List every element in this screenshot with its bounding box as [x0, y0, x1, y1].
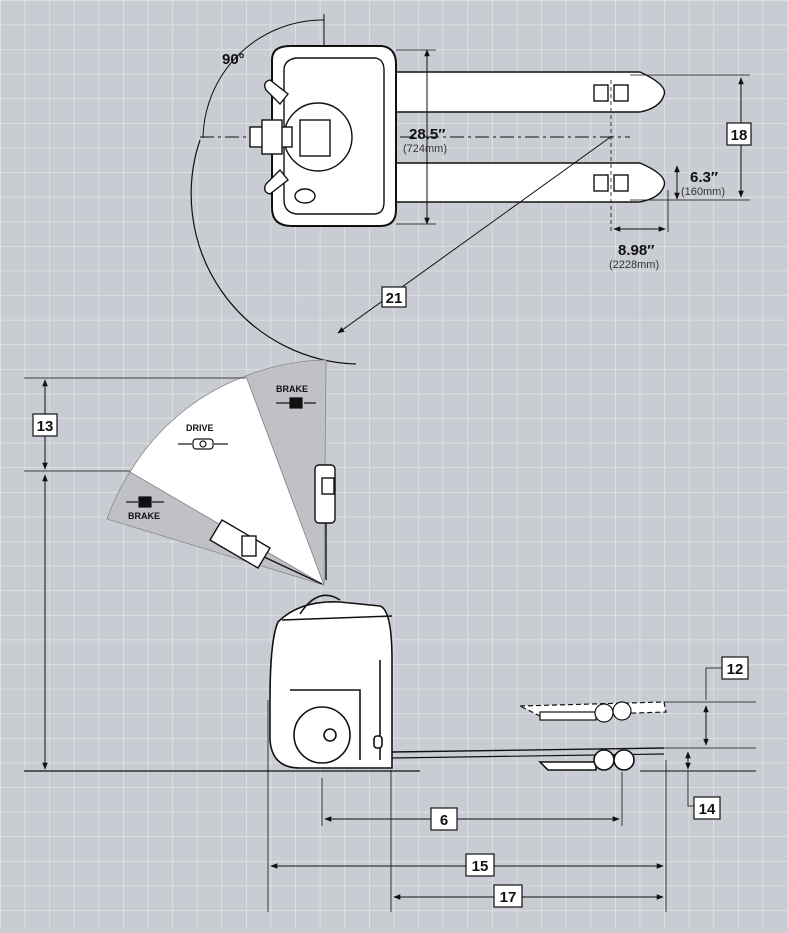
brake-bottom-icon: [126, 496, 164, 508]
brake-top-icon: [276, 397, 316, 409]
width-mm-label: (724mm): [403, 143, 447, 155]
callout-6: 6: [430, 807, 458, 831]
callout-17: 17: [493, 884, 523, 908]
svg-text:13: 13: [37, 418, 54, 435]
handle-upper: [263, 79, 289, 106]
drive-zone: [129, 375, 325, 586]
truck-body-side: [269, 594, 665, 771]
tiller-sector: [106, 359, 327, 586]
tiller-upright: [314, 464, 336, 580]
fork-width-mm-label: (160mm): [681, 186, 725, 198]
callout-14: 14: [693, 796, 721, 820]
brake-top-label: BRAKE: [276, 384, 308, 394]
fork-spread-in-label: 8.98″: [618, 242, 654, 259]
control-box: [299, 119, 331, 157]
key-switch: [294, 188, 316, 204]
svg-text:18: 18: [731, 127, 748, 144]
svg-text:15: 15: [472, 858, 489, 875]
fork-upper: [391, 71, 666, 113]
steer-angle-arc: [202, 19, 325, 139]
brake-bottom-label: BRAKE: [128, 511, 160, 521]
callout-15: 15: [465, 853, 495, 877]
chassis-inner: [283, 57, 385, 215]
svg-text:6: 6: [440, 812, 448, 829]
callout-21: 21: [381, 286, 407, 308]
fork-width-in-label: 6.3″: [690, 169, 718, 186]
fork-roller: [593, 174, 609, 192]
width-in-label: 28.5″: [409, 126, 445, 143]
drive-label: DRIVE: [186, 423, 214, 433]
fork-lower: [391, 162, 666, 203]
callout-12: 12: [721, 656, 749, 680]
tiller-grip: [261, 119, 283, 155]
raised-fork: [519, 701, 667, 723]
fork-spread-mm-label: (2228mm): [609, 259, 659, 271]
leader-14: [687, 770, 694, 807]
svg-text:14: 14: [699, 801, 716, 818]
fork-roller: [613, 84, 629, 102]
tiller-lowered: [209, 519, 323, 585]
drive-icon: [178, 438, 228, 450]
callout-18: 18: [726, 122, 752, 146]
svg-text:17: 17: [500, 889, 517, 906]
swing-radius-arc: [190, 139, 357, 365]
callout-13: 13: [32, 413, 58, 437]
handle-lower: [263, 168, 289, 195]
leader-12: [705, 667, 722, 700]
fork-roller: [593, 84, 609, 102]
angle-label: 90°: [222, 51, 245, 68]
svg-text:21: 21: [386, 290, 403, 307]
top-view: [200, 14, 666, 227]
fork-roller: [613, 174, 629, 192]
brake-zone-upper: [245, 359, 327, 586]
svg-text:12: 12: [727, 661, 744, 678]
